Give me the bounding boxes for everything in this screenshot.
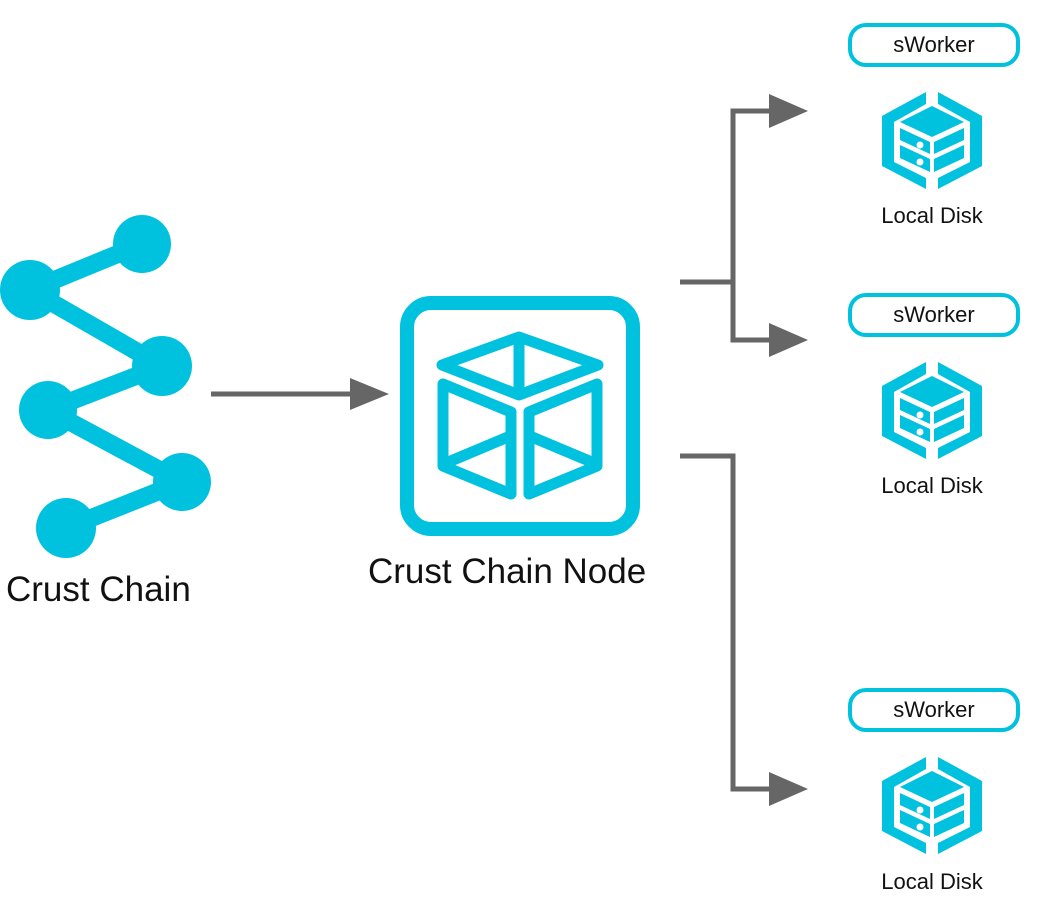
- cube-icon: [400, 296, 640, 536]
- disk-icon: [882, 757, 982, 854]
- sworker-badge-1: sWorker: [848, 23, 1020, 67]
- connector-upper-branch: [680, 94, 808, 357]
- disk-icon: [882, 92, 982, 189]
- connector-lower-branch: [680, 453, 808, 806]
- crust-chain-label: Crust Chain: [6, 570, 191, 609]
- local-disk-label-2: Local Disk: [881, 473, 983, 498]
- sworker-badge-2: sWorker: [848, 293, 1020, 337]
- crust-chain-node-label: Crust Chain Node: [368, 552, 647, 591]
- local-disk-label-1: Local Disk: [881, 203, 983, 228]
- disk-icon: [882, 362, 982, 459]
- chain-icon: [0, 215, 211, 558]
- arrow-chain-to-node: [211, 378, 389, 410]
- sworker-badge-3: sWorker: [848, 688, 1020, 732]
- local-disk-label-3: Local Disk: [881, 869, 983, 894]
